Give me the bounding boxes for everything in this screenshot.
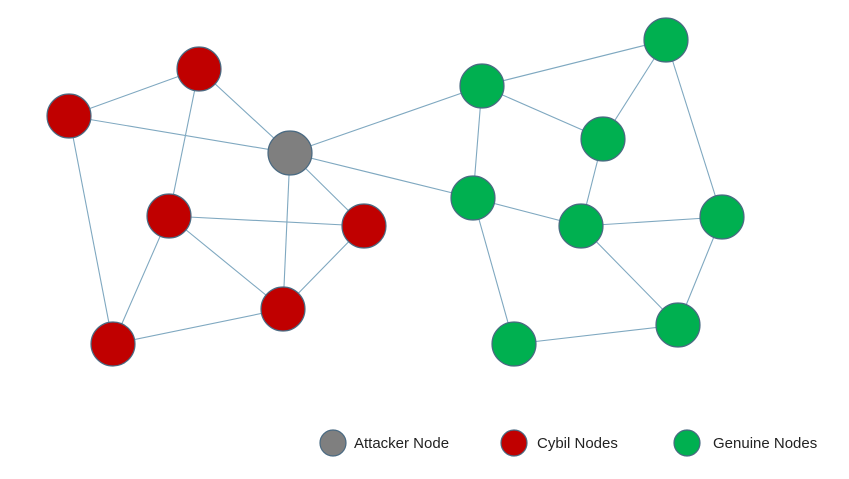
node-genuine-5: [558, 203, 604, 249]
edge-genuine-5-genuine-8: [580, 225, 679, 326]
edge-cybil-3-cybil-6: [168, 215, 284, 310]
edge-genuine-2-genuine-6: [665, 39, 723, 218]
legend-attacker-swatch: [319, 429, 347, 457]
edge-cybil-2-cybil-4: [68, 115, 114, 345]
legend-cybil-label: Cybil Nodes: [537, 435, 618, 452]
node-cybil-1: [176, 46, 222, 92]
edge-attacker-genuine-1: [289, 85, 483, 154]
node-cybil-4: [90, 321, 136, 367]
edge-cybil-4-cybil-6: [112, 308, 284, 345]
node-cybil-3: [146, 193, 192, 239]
legend-cybil-swatch: [500, 429, 528, 457]
edge-genuine-4-genuine-7: [472, 197, 515, 345]
graph-edges: [68, 39, 723, 345]
node-genuine-8: [655, 302, 701, 348]
edge-cybil-2-attacker: [68, 115, 291, 154]
edge-attacker-cybil-6: [282, 152, 291, 310]
legend-genuine-swatch: [673, 429, 701, 457]
node-genuine-2: [643, 17, 689, 63]
legend-genuine-label: Genuine Nodes: [713, 435, 817, 452]
legend: Attacker Node Cybil Nodes Genuine Nodes: [319, 429, 817, 457]
legend-attacker-label: Attacker Node: [354, 435, 449, 452]
edge-genuine-1-genuine-2: [481, 39, 667, 87]
node-cybil-5: [341, 203, 387, 249]
edge-genuine-5-genuine-6: [580, 216, 723, 227]
node-genuine-1: [459, 63, 505, 109]
edge-cybil-1-cybil-3: [168, 68, 200, 217]
edge-genuine-7-genuine-8: [513, 324, 679, 345]
edge-cybil-3-cybil-5: [168, 215, 365, 227]
graph-nodes: [46, 17, 745, 367]
edge-attacker-genuine-4: [289, 152, 474, 199]
node-attacker: [267, 130, 313, 176]
node-genuine-3: [580, 116, 626, 162]
node-cybil-6: [260, 286, 306, 332]
node-genuine-4: [450, 175, 496, 221]
node-cybil-2: [46, 93, 92, 139]
edge-cybil-1-cybil-2: [68, 68, 200, 117]
edge-cybil-3-cybil-4: [112, 215, 170, 345]
node-genuine-6: [699, 194, 745, 240]
node-genuine-7: [491, 321, 537, 367]
